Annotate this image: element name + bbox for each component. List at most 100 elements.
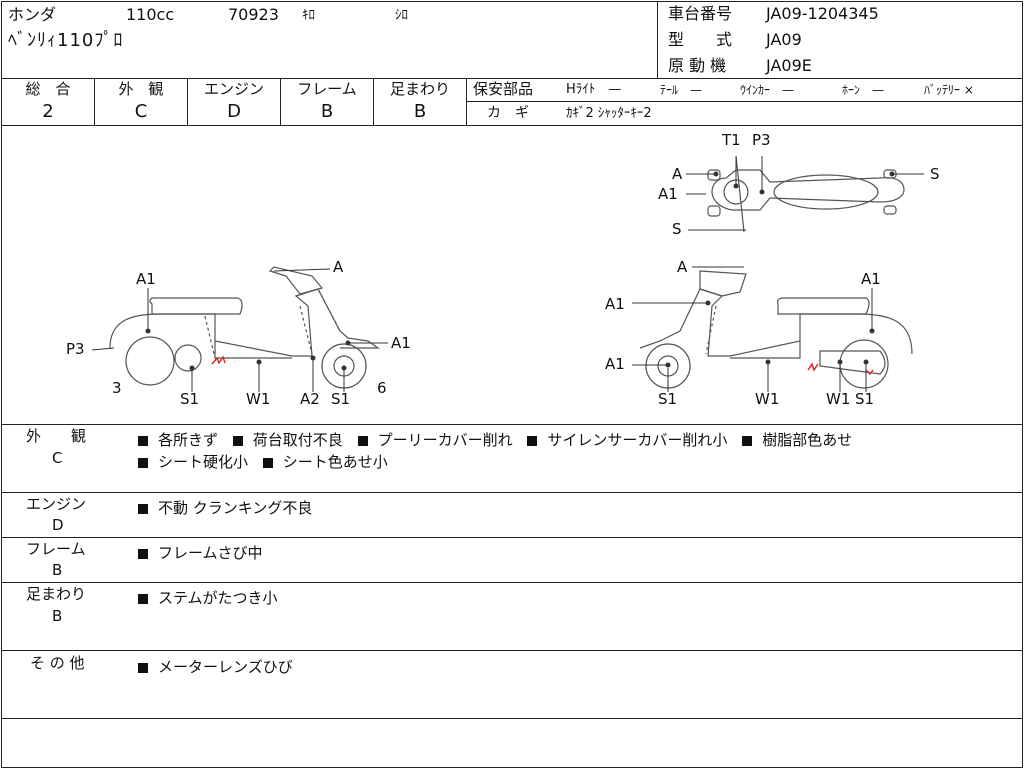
divider [1,718,1023,719]
vehicle-color: ｼﾛ [395,8,408,23]
defect-item: ステムがたつき小 [158,589,278,607]
key-value: ｶｷﾞ2 ｼｬｯﾀｰｷｰ2 [566,106,652,121]
handlebar [699,270,747,297]
mileage: 70923 [228,5,279,24]
divider [187,78,188,125]
rear-wheel [839,339,889,389]
damage-mark [807,362,819,372]
defect-exterior-grade: C [52,449,63,467]
grade-suspension-label: 足まわり [389,80,450,98]
divider [1,582,1023,583]
diagram-label: S1 [331,390,351,408]
diagram-label: S1 [855,390,875,408]
divider [1,125,1023,126]
defect-suspension-line: ステムがたつき小 [138,587,288,608]
defect-other-label: そ の 他 [30,654,85,672]
frame-no-label: 車台番号 [668,4,733,23]
safety-taillight: ﾃｰﾙ — [660,83,703,97]
divider [657,1,658,78]
leg-shield [295,288,341,355]
scooter-right-view [632,266,913,392]
diagram-label: A1 [391,334,411,352]
divider [280,78,281,125]
grade-frame-label: フレーム [297,80,357,98]
divider [467,101,1023,102]
engine-code: JA09E [766,56,812,75]
seat [149,297,243,315]
scooter-diagram [91,155,924,392]
defect-engine-line: 不動 クランキング不良 [138,497,322,518]
diagram-label: A [672,165,683,183]
displacement: 110cc [126,5,175,24]
diagram-label: T1 [722,131,741,149]
defect-frame-line: フレームさび中 [138,542,273,563]
scooter-left-view [91,266,388,392]
grade-engine-value: D [227,101,241,122]
diagram-label: W1 [246,390,271,408]
diagram-label: S1 [658,390,678,408]
safety-parts-label: 保安部品 [473,80,534,98]
diagram-label: S1 [180,390,200,408]
diagram-label: S [672,220,682,238]
divider [94,78,95,125]
model-name: ﾍﾞﾝﾘｨ110ﾌﾟﾛ [8,30,124,51]
diagram-label: P3 [66,340,85,358]
defect-item: シート色あせ小 [282,453,388,471]
diagram-label: P3 [752,131,771,149]
divider [1,537,1023,538]
diagram-label: A1 [861,270,881,288]
scooter-top-view [686,155,924,233]
defect-suspension-label: 足まわり [26,585,87,603]
grade-overall-value: 2 [42,101,54,122]
divider [1,650,1023,651]
defect-frame-label: フレーム [26,540,86,558]
seat [777,297,870,315]
diagram-label: 6 [377,379,387,397]
safety-headlight: Hﾗｲﾄ — [566,82,622,97]
key-label: カ ギ [487,105,529,121]
engine-code-label: 原 動 機 [668,56,727,75]
defect-item: メーターレンズひび [158,658,293,676]
diagram-label: A [333,258,344,276]
safety-battery: ﾊﾞｯﾃﾘｰ × [924,83,974,97]
diagram-label: 3 [112,379,122,397]
model-code-label: 型 式 [668,30,733,49]
defect-item: 各所きず [158,431,219,449]
grade-exterior-value: C [134,101,148,122]
defect-other-line: メーターレンズひび [138,656,303,677]
model-code: JA09 [766,30,802,49]
defect-item: 不動 クランキング不良 [158,499,313,517]
diagram-label: A [677,258,688,276]
divider [1,78,1023,79]
defect-item: フレームさび中 [158,544,263,562]
grade-suspension-value: B [413,101,427,122]
defect-item: プーリーカバー削れ [377,431,513,449]
body-outline [639,288,913,357]
defect-engine-grade: D [52,516,64,534]
defect-exterior-line1: 各所きず 荷台取付不良 プーリーカバー削れ サイレンサーカバー削れ小 樹脂部色あ… [138,429,862,450]
body-top [711,169,905,211]
diagram-label: W1 [755,390,780,408]
defect-suspension-grade: B [52,607,63,625]
mileage-unit: ｷﾛ [302,8,315,23]
grade-exterior-label: 外 観 [118,80,164,98]
defect-item: シート硬化小 [158,453,249,471]
safety-horn: ﾎｰﾝ — [842,83,885,97]
diagram-label: A2 [300,390,320,408]
diagram-label: A1 [605,295,625,313]
defect-item: 荷台取付不良 [252,431,343,449]
rear-wheel [125,336,175,386]
frame-no: JA09-1204345 [766,4,879,23]
handlebar [268,266,324,295]
floor [730,341,801,359]
defect-item: サイレンサーカバー削れ小 [547,431,728,449]
diagram-label: A1 [136,270,156,288]
defect-engine-label: エンジン [26,495,87,513]
defect-frame-grade: B [52,561,63,579]
diagram-label: A1 [605,355,625,373]
diagram-label: W1 [826,390,851,408]
seat-top [773,174,879,210]
damage-mark [211,355,226,365]
grade-frame-value: B [320,101,334,122]
safety-winker: ｳｲﾝｶｰ — [740,83,795,97]
